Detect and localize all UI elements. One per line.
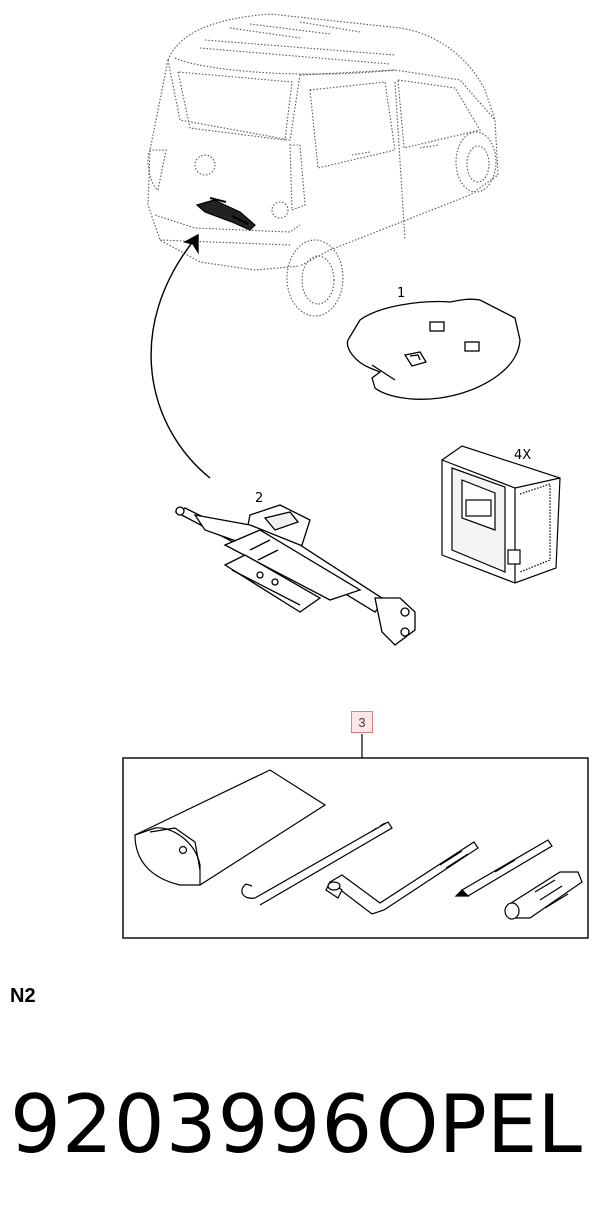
callout-3-badge[interactable]: 3 [351, 711, 373, 733]
vehicle-illustration [147, 13, 499, 317]
foam-block-part [441, 445, 561, 584]
screwdriver-handle [504, 871, 583, 920]
toolkit-frame [122, 757, 589, 939]
callout-1: 1 [397, 286, 405, 301]
callout-2: 2 [255, 491, 263, 506]
callout-4x: 4X [514, 448, 531, 463]
floor-mat-part [346, 298, 521, 400]
stowage-arrow [150, 233, 211, 479]
screwdriver-bit [454, 839, 553, 897]
wheel-brace-wrench [325, 841, 479, 915]
variant-code: N2 [10, 985, 36, 1007]
scissor-jack-part [174, 504, 416, 646]
tool-pouch [134, 769, 327, 886]
brand-name: OPEL [375, 1078, 582, 1171]
part-number: 9203996 [10, 1078, 374, 1171]
stowed-jack-silhouette [195, 197, 256, 231]
jack-handle-rod [241, 821, 393, 906]
